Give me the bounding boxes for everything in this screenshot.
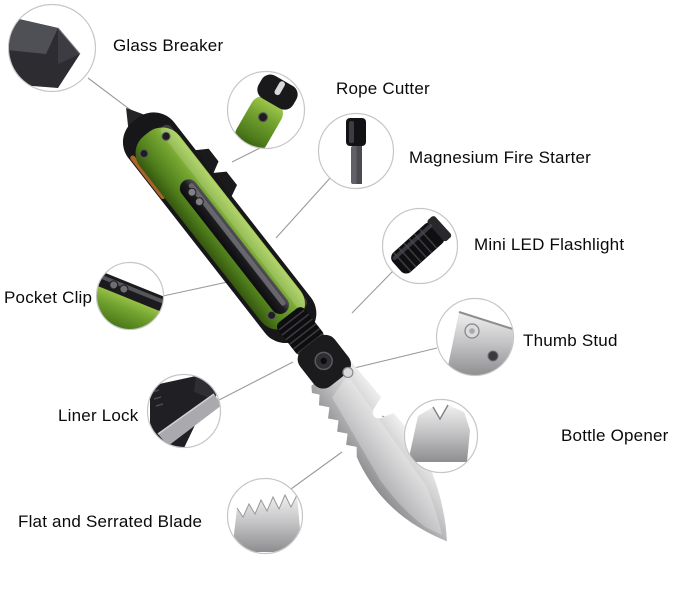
label-fire-starter: Magnesium Fire Starter bbox=[409, 148, 592, 167]
thumb-stud-part bbox=[342, 366, 354, 379]
connector-rope-cutter bbox=[231, 146, 263, 163]
label-rope-cutter: Rope Cutter bbox=[336, 79, 430, 98]
liner-accent bbox=[130, 155, 166, 200]
connector-fire-starter bbox=[275, 176, 332, 239]
label-flashlight: Mini LED Flashlight bbox=[474, 235, 625, 254]
label-liner-lock: Liner Lock bbox=[58, 406, 139, 425]
fire-starter-illustration bbox=[346, 118, 366, 184]
label-thumb-stud: Thumb Stud bbox=[523, 331, 618, 350]
rope-cutter-illustration bbox=[235, 74, 298, 148]
connector-thumb-stud bbox=[349, 347, 438, 370]
glass-breaker-illustration bbox=[9, 16, 81, 88]
pocket-clip-illustration bbox=[97, 271, 163, 329]
knife-illustration bbox=[122, 107, 447, 542]
flashlight-detail-circle bbox=[381, 207, 459, 285]
connector-lines bbox=[87, 77, 438, 490]
label-serrated-blade: Flat and Serrated Blade bbox=[18, 512, 203, 531]
serrated-blade-detail-circle bbox=[226, 477, 304, 555]
handle-screw bbox=[139, 149, 149, 159]
handle-screw bbox=[161, 131, 171, 141]
label-glass-breaker: Glass Breaker bbox=[113, 36, 224, 55]
pocket-clip-detail-circle bbox=[95, 261, 165, 331]
connector-liner-lock bbox=[218, 361, 294, 401]
handle-screw bbox=[267, 310, 277, 320]
label-pocket-clip: Pocket Clip bbox=[4, 288, 93, 307]
flashlight-illustration bbox=[391, 216, 452, 274]
liner-lock-detail-circle bbox=[146, 373, 222, 449]
thumb-stud-illustration bbox=[446, 311, 513, 375]
rope-cutter-detail-circle bbox=[226, 70, 306, 150]
bottle-opener-detail-circle bbox=[403, 398, 479, 474]
thumb-stud-detail-circle bbox=[435, 297, 515, 377]
fire-starter-detail-circle bbox=[317, 112, 395, 190]
bottle-opener-illustration bbox=[408, 404, 470, 462]
glass-breaker-detail-circle bbox=[7, 3, 97, 93]
blade bbox=[311, 357, 447, 542]
connector-serrated bbox=[290, 451, 343, 490]
label-bottle-opener: Bottle Opener bbox=[561, 426, 669, 445]
connector-flashlight bbox=[351, 270, 394, 314]
pocket-clip-part bbox=[179, 179, 289, 314]
serrated-blade-illustration bbox=[232, 493, 302, 552]
